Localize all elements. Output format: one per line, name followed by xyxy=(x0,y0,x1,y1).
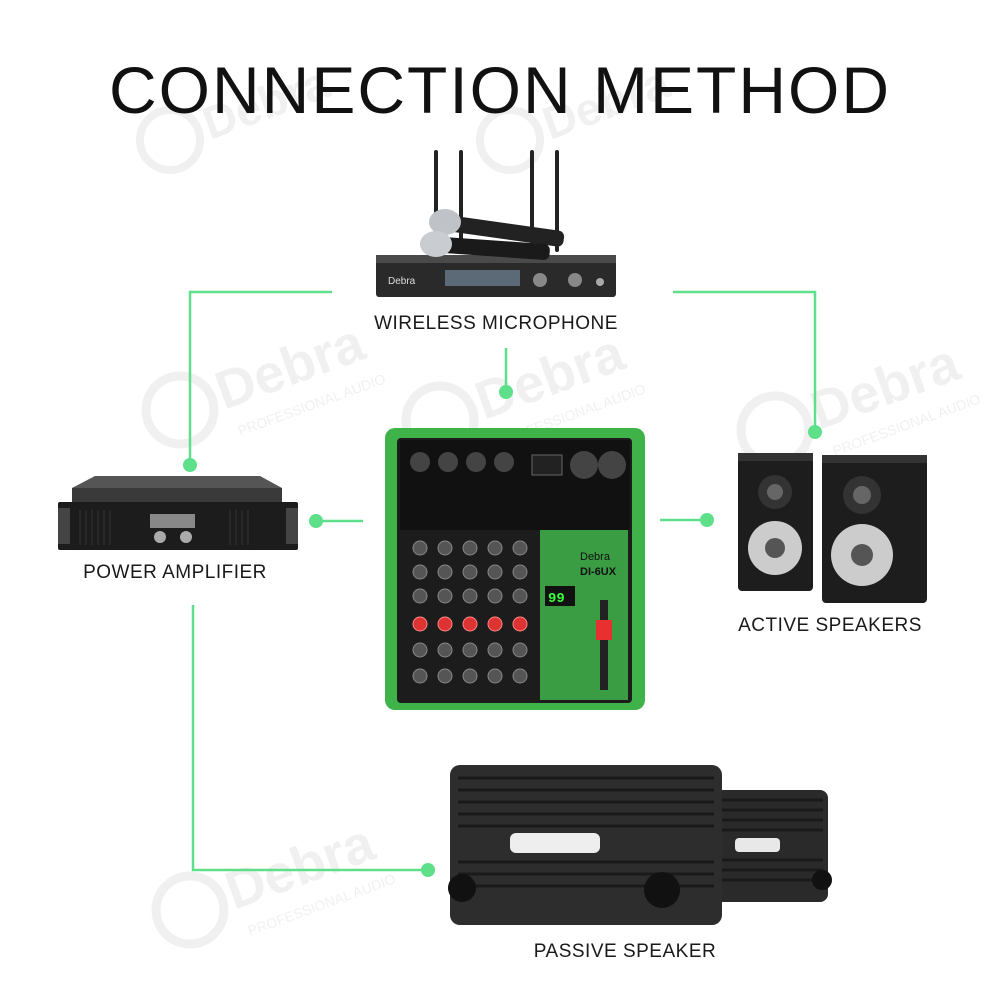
passive-speaker-rear xyxy=(710,790,832,902)
passive-speaker-front xyxy=(448,765,722,925)
passive-speaker-label: PASSIVE SPEAKER xyxy=(510,941,740,963)
